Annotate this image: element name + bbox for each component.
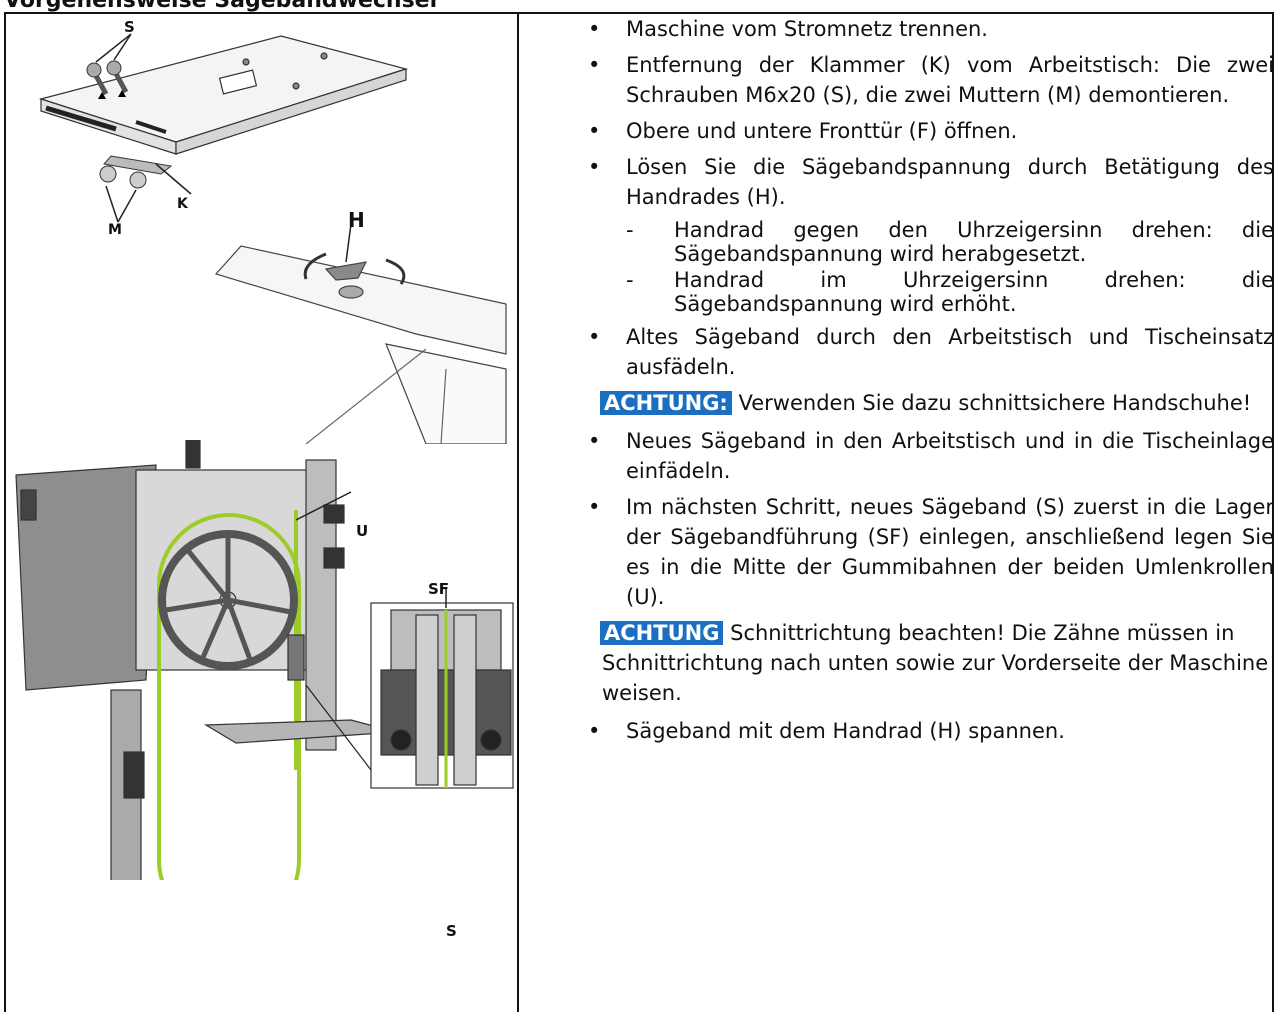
steps-list-1: Maschine vom Stromnetz trennen. Entfernu… xyxy=(580,14,1274,382)
substep-item: Handrad gegen den Uhrzeigersinn drehen: … xyxy=(626,218,1274,266)
step-item: Neues Sägeband in den Arbeitstisch und i… xyxy=(580,426,1274,486)
warning-text: Schnittrichtung beachten! Die Zähne müss… xyxy=(602,621,1269,705)
work-table-drawing xyxy=(38,35,409,155)
warning-note-2: ACHTUNG Schnittrichtung beachten! Die Zä… xyxy=(580,618,1274,708)
step-item: Sägeband mit dem Handrad (H) spannen. xyxy=(580,716,1274,746)
step-item: Obere und untere Fronttür (F) öffnen. xyxy=(580,116,1274,146)
label-nut-m: M xyxy=(108,222,122,238)
warning-label: ACHTUNG xyxy=(600,621,724,645)
step-item: Im nächsten Schritt, neues Sägeband (S) … xyxy=(580,492,1274,612)
column-divider xyxy=(517,12,519,1012)
label-blade-guide-sf: SF xyxy=(428,580,450,598)
label-screw-s: S xyxy=(124,18,135,36)
warning-label: ACHTUNG: xyxy=(600,391,732,415)
warning-text: Verwenden Sie dazu schnittsichere Handsc… xyxy=(731,391,1252,415)
warning-note-1: ACHTUNG: Verwenden Sie dazu schnittsiche… xyxy=(580,388,1274,418)
substeps-list: Handrad gegen den Uhrzeigersinn drehen: … xyxy=(626,218,1274,316)
step-item: Entfernung der Klammer (K) vom Arbeitsti… xyxy=(580,50,1274,110)
step-item: Altes Sägeband durch den Arbeitstisch un… xyxy=(580,322,1274,382)
screws-drawing xyxy=(86,33,132,99)
step-item: Lösen Sie die Sägebandspannung durch Bet… xyxy=(580,152,1274,316)
step-item: Maschine vom Stromnetz trennen. xyxy=(580,14,1274,44)
substep-item: Handrad im Uhrzeigersinn drehen: die Säg… xyxy=(626,268,1274,316)
label-handwheel-h: H xyxy=(348,208,365,232)
steps-list-2: Neues Sägeband in den Arbeitstisch und i… xyxy=(580,426,1274,612)
clamp-drawing xyxy=(103,155,192,195)
label-pulley-u: U xyxy=(356,522,369,540)
label-clamp-k: K xyxy=(177,196,188,212)
bandsaw-lower-illustration xyxy=(15,440,514,880)
steps-list-3: Sägeband mit dem Handrad (H) spannen. xyxy=(580,716,1274,746)
label-blade-s: S xyxy=(446,922,457,940)
step-text: Lösen Sie die Sägebandspannung durch Bet… xyxy=(626,155,1274,209)
figure-label-layer: S K M H U SF S xyxy=(0,0,520,1000)
handwheel-drawing xyxy=(214,223,507,445)
page-heading: Vorgehensweise Sägebandwechsel xyxy=(4,0,438,13)
nuts-drawing xyxy=(99,165,147,223)
instruction-text: Maschine vom Stromnetz trennen. Entfernu… xyxy=(580,14,1274,752)
